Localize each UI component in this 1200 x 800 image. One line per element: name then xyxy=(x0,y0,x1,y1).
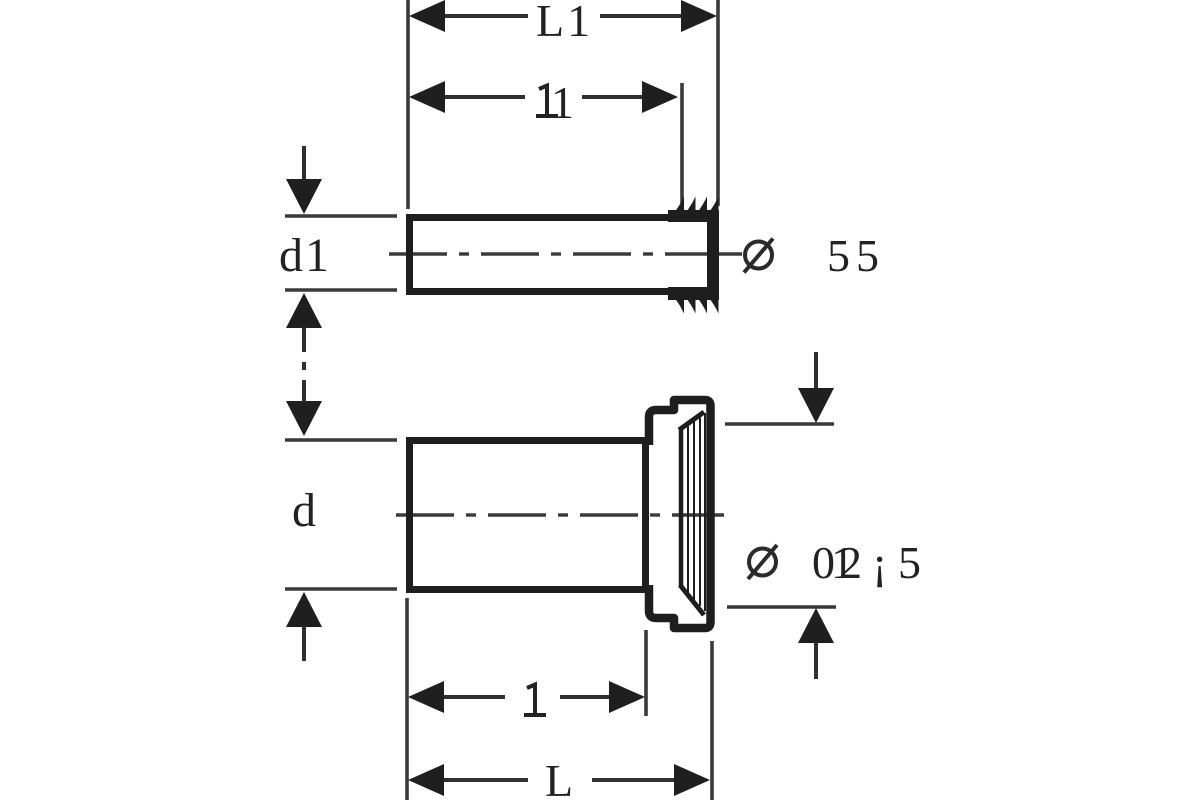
svg-text:L: L xyxy=(545,755,573,800)
svg-text:d1: d1 xyxy=(279,229,331,282)
svg-text:0: 0 xyxy=(812,537,835,588)
svg-text:5: 5 xyxy=(827,230,850,281)
svg-text:d: d xyxy=(292,484,316,537)
svg-text:1: 1 xyxy=(831,537,854,588)
svg-text:L1: L1 xyxy=(536,0,593,46)
svg-text:5: 5 xyxy=(898,537,921,588)
svg-text:2: 2 xyxy=(839,537,862,588)
svg-text:¡: ¡ xyxy=(872,537,887,588)
svg-text:1: 1 xyxy=(551,77,574,128)
svg-text:5: 5 xyxy=(856,230,879,281)
